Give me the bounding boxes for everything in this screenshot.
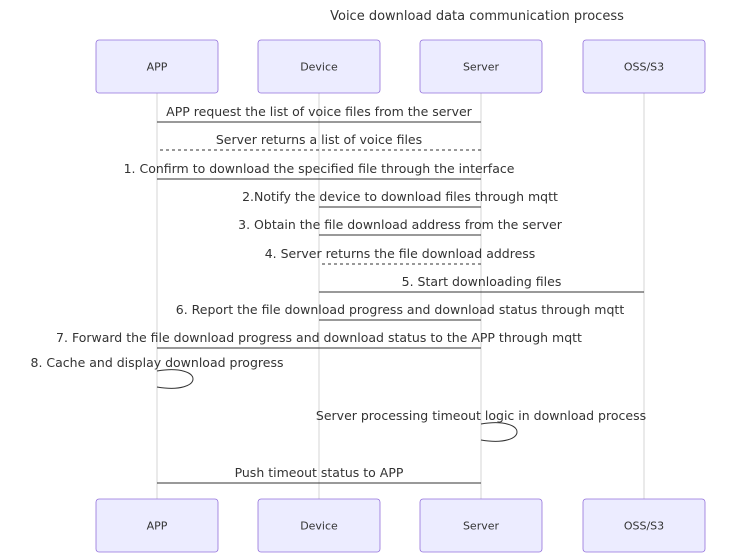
actor-box	[95, 39, 219, 94]
actor-label: OSS/S3	[624, 61, 664, 74]
actor-label: Server	[463, 520, 500, 533]
actor-box	[419, 39, 543, 94]
message-4: 2.Notify the device to download files th…	[242, 189, 558, 208]
message-5: 3. Obtain the file download address from…	[238, 217, 563, 236]
actor-label: Device	[300, 61, 338, 74]
message-2: Server returns a list of voice files	[157, 132, 481, 151]
message-label: 1. Confirm to download the specified fil…	[124, 161, 515, 176]
message-label: 6. Report the file download progress and…	[176, 302, 625, 317]
actor-box	[582, 498, 706, 553]
actor-box	[257, 498, 381, 553]
actor-label: APP	[147, 61, 168, 74]
actors-bottom: APP Device Server OSS/S3	[95, 498, 706, 553]
self-message-loop	[156, 369, 194, 389]
message-label: 8. Cache and display download progress	[31, 355, 284, 370]
actor-label: OSS/S3	[624, 520, 664, 533]
actor-box	[95, 498, 219, 553]
message-6: 4. Server returns the file download addr…	[265, 246, 536, 265]
message-label: 5. Start downloading files	[402, 274, 562, 289]
self-message-loop	[480, 422, 518, 442]
message-3: 1. Confirm to download the specified fil…	[124, 161, 515, 180]
actor-top-server: Server	[419, 39, 543, 94]
actor-label: APP	[147, 520, 168, 533]
message-7: 5. Start downloading files	[319, 274, 644, 293]
message-11: Server processing timeout logic in downl…	[316, 408, 646, 442]
actor-label: Device	[300, 520, 338, 533]
messages: APP request the list of voice files from…	[31, 104, 646, 484]
actors-top: APP Device Server OSS/S3	[95, 39, 706, 94]
message-8: 6. Report the file download progress and…	[176, 302, 625, 321]
message-label: Server processing timeout logic in downl…	[316, 408, 646, 423]
actor-box	[419, 498, 543, 553]
message-label: Server returns a list of voice files	[216, 132, 422, 147]
actor-label: Server	[463, 61, 500, 74]
message-9: 7. Forward the file download progress an…	[56, 330, 582, 349]
actor-bottom-app: APP	[95, 498, 219, 553]
diagram-title: Voice download data communication proces…	[330, 9, 624, 24]
message-12: Push timeout status to APP	[157, 465, 481, 484]
actor-box	[257, 39, 381, 94]
message-label: 3. Obtain the file download address from…	[238, 217, 563, 232]
actor-bottom-device: Device	[257, 498, 381, 553]
message-label: 4. Server returns the file download addr…	[265, 246, 536, 261]
actor-bottom-oss-s3: OSS/S3	[582, 498, 706, 553]
actor-bottom-server: Server	[419, 498, 543, 553]
message-1: APP request the list of voice files from…	[157, 104, 481, 123]
actor-top-device: Device	[257, 39, 381, 94]
lifelines	[156, 93, 645, 499]
message-label: 7. Forward the file download progress an…	[56, 330, 582, 345]
message-label: 2.Notify the device to download files th…	[242, 189, 558, 204]
message-10: 8. Cache and display download progress	[31, 355, 284, 389]
actor-top-oss-s3: OSS/S3	[582, 39, 706, 94]
actor-box	[582, 39, 706, 94]
message-label: APP request the list of voice files from…	[166, 104, 472, 119]
message-label: Push timeout status to APP	[235, 465, 404, 480]
actor-top-app: APP	[95, 39, 219, 94]
